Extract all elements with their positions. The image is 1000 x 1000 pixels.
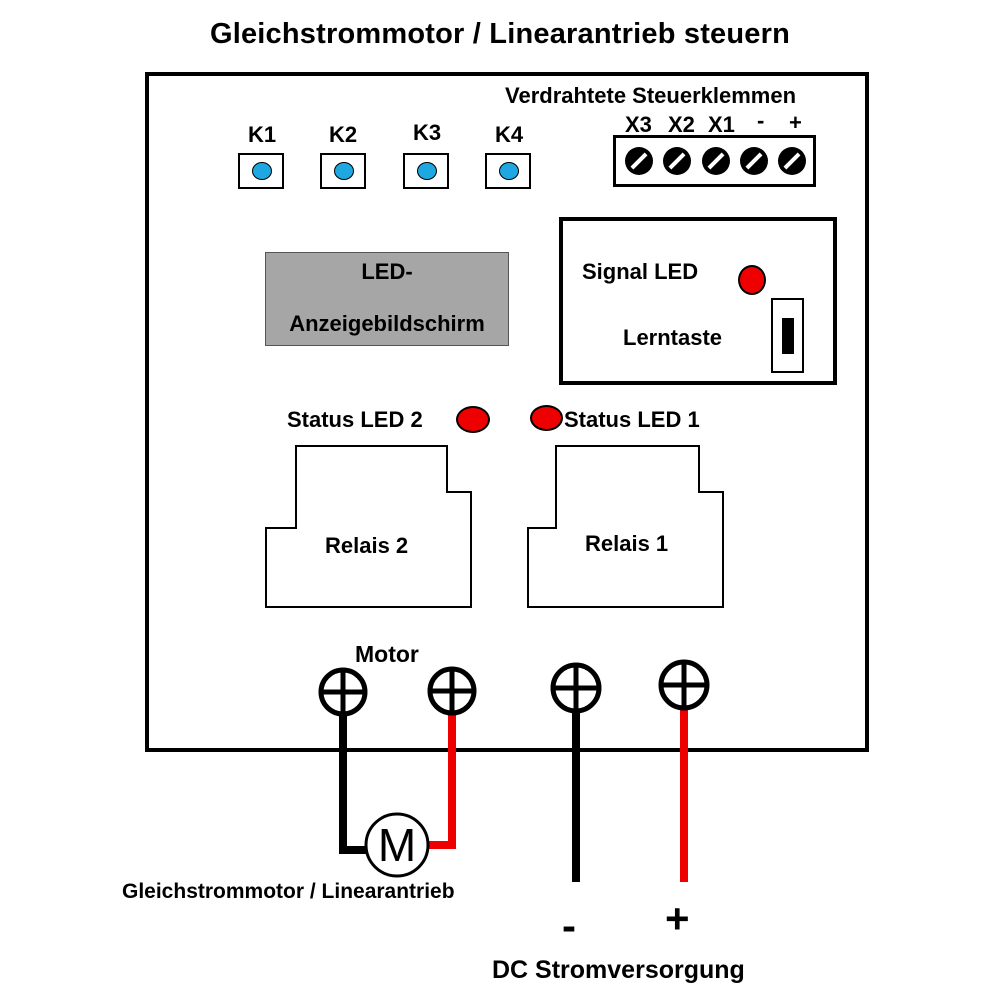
- relay-1-outline: [527, 445, 724, 608]
- key-led-icon: [499, 162, 519, 180]
- power-terminal-negative-icon: [550, 662, 602, 714]
- relay-2-outline: [265, 445, 472, 608]
- key-label-k4: K4: [494, 122, 524, 147]
- terminal-label-plus: +: [789, 110, 802, 135]
- key-label-k1: K1: [247, 122, 277, 147]
- key-label-k2: K2: [328, 122, 358, 147]
- motor-symbol-letter: M: [377, 819, 417, 871]
- led-display-screen: LED- Anzeigebildschirm: [265, 252, 509, 346]
- status-led-2-icon: [456, 406, 490, 433]
- status-led-2-label: Status LED 2: [287, 407, 423, 432]
- key-label-k3: K3: [412, 120, 442, 145]
- terminal-label-x2: X2: [668, 112, 695, 137]
- motor-terminal-right-icon: [427, 666, 477, 716]
- screw-terminal-x1[interactable]: [702, 147, 730, 175]
- terminal-label-x3: X3: [625, 112, 652, 137]
- motor-caption: Gleichstrommotor / Linearantrieb: [122, 880, 455, 903]
- diagram-title: Gleichstrommotor / Linearantrieb steuern: [209, 18, 791, 50]
- key-button-k3[interactable]: [403, 153, 449, 189]
- motor-wire-black: [339, 705, 367, 854]
- wired-terminals-heading: Verdrahtete Steuerklemmen: [505, 83, 797, 108]
- screw-terminal-minus[interactable]: [740, 147, 768, 175]
- learn-button-label: Lerntaste: [623, 325, 723, 350]
- controller-board: [145, 72, 869, 752]
- key-button-k4[interactable]: [485, 153, 531, 189]
- relay-1-label: Relais 1: [585, 531, 669, 556]
- key-button-k1[interactable]: [238, 153, 284, 189]
- motor-terminal-left-icon: [318, 667, 368, 717]
- power-terminal-positive-icon: [658, 659, 710, 711]
- led-display-line2: Anzeigebildschirm: [289, 311, 485, 336]
- status-led-1-icon: [530, 405, 563, 431]
- wired-terminal-block: [613, 135, 816, 187]
- power-minus-label: -: [562, 902, 576, 949]
- learn-button[interactable]: [771, 298, 804, 373]
- screw-terminal-x2[interactable]: [663, 147, 691, 175]
- key-led-icon: [334, 162, 354, 180]
- status-led-1-label: Status LED 1: [564, 407, 700, 432]
- motor-symbol-icon: [364, 812, 430, 878]
- power-plus-label: +: [665, 895, 690, 942]
- signal-led-icon: [738, 265, 766, 295]
- relay-2-label: Relais 2: [325, 533, 409, 558]
- terminal-label-minus: -: [757, 108, 765, 133]
- key-led-icon: [417, 162, 437, 180]
- motor-wire-red: [428, 705, 456, 849]
- terminal-label-x1: X1: [708, 112, 735, 137]
- key-button-k2[interactable]: [320, 153, 366, 189]
- led-display-line1: LED-: [361, 259, 413, 284]
- screw-terminal-x3[interactable]: [625, 147, 653, 175]
- power-supply-caption: DC Stromversorgung: [492, 956, 745, 984]
- key-led-icon: [252, 162, 272, 180]
- screw-terminal-plus[interactable]: [778, 147, 806, 175]
- motor-terminals-label: Motor: [355, 641, 419, 667]
- signal-led-label: Signal LED: [582, 259, 699, 284]
